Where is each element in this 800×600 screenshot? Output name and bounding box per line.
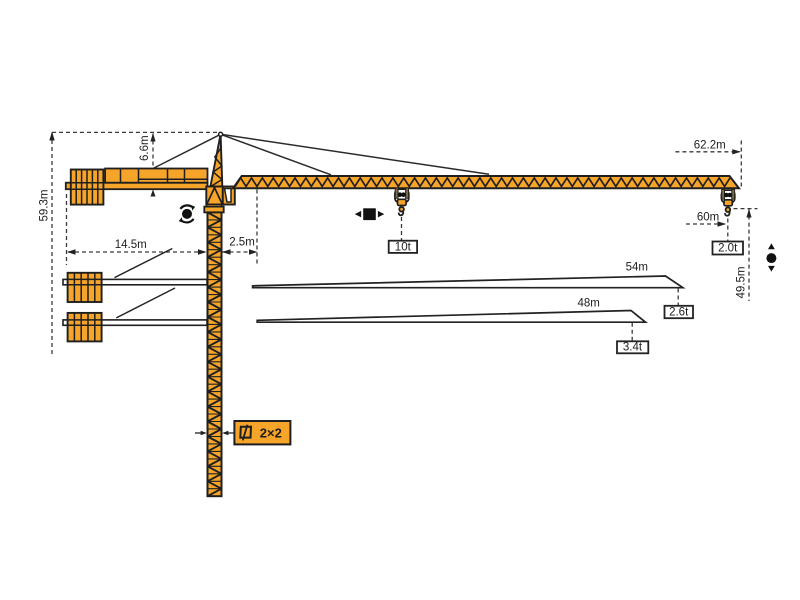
svg-text:62.2m: 62.2m — [694, 139, 726, 151]
svg-text:2×2: 2×2 — [260, 425, 282, 440]
svg-text:60m: 60m — [697, 211, 719, 223]
svg-text:6.6m: 6.6m — [139, 135, 151, 161]
svg-text:10t: 10t — [395, 241, 412, 253]
svg-text:2.5m: 2.5m — [229, 236, 255, 248]
svg-text:3.4t: 3.4t — [623, 342, 643, 354]
svg-text:2.0t: 2.0t — [718, 243, 738, 255]
svg-text:54m: 54m — [626, 262, 648, 274]
svg-text:48m: 48m — [578, 297, 600, 309]
svg-text:14.5m: 14.5m — [115, 239, 147, 251]
svg-text:49.5m: 49.5m — [735, 267, 747, 299]
svg-text:2.6t: 2.6t — [669, 306, 689, 318]
svg-text:59.3m: 59.3m — [39, 190, 51, 222]
